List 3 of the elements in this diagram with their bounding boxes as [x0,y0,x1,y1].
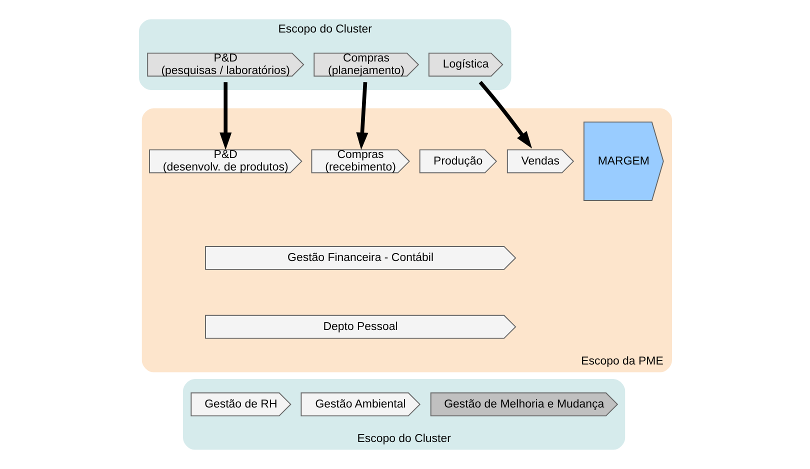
arrow [478,80,532,149]
arrow [219,82,232,150]
arrow [356,82,368,150]
